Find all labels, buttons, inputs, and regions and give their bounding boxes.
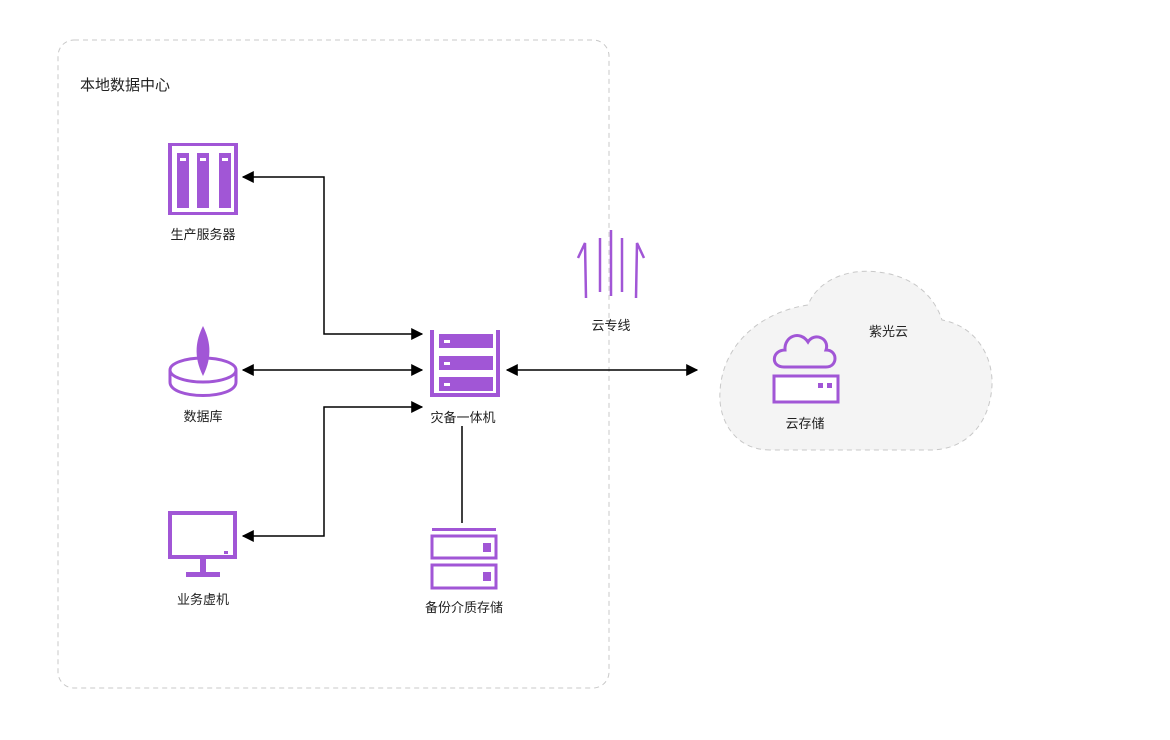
cloud-region [719, 270, 993, 451]
monitor-icon [168, 511, 237, 577]
dedicated-line-label: 云专线 [591, 319, 630, 334]
cloud-storage-label: 云存储 [785, 417, 824, 432]
production-server-label: 生产服务器 [170, 227, 235, 243]
cloud-title: 紫光云 [869, 325, 908, 340]
server-rack-icon [168, 143, 238, 215]
dr-appliance-label: 灾备一体机 [430, 410, 495, 426]
database-label: 数据库 [183, 409, 222, 425]
backup-media-label: 备份介质存储 [425, 600, 503, 616]
connector-production-appliance [241, 171, 424, 340]
local-datacenter-container [57, 39, 610, 689]
connectors [241, 171, 699, 542]
storage-drive-icon [430, 528, 498, 590]
business-vm-label: 业务虚机 [177, 592, 229, 608]
connector-vm-appliance [241, 401, 424, 542]
cloud-storage-icon [772, 334, 840, 404]
local-datacenter-title: 本地数据中心 [80, 76, 170, 94]
dedicated-line-icon [576, 230, 646, 299]
server-stack-icon [430, 330, 500, 397]
database-icon [168, 326, 238, 397]
